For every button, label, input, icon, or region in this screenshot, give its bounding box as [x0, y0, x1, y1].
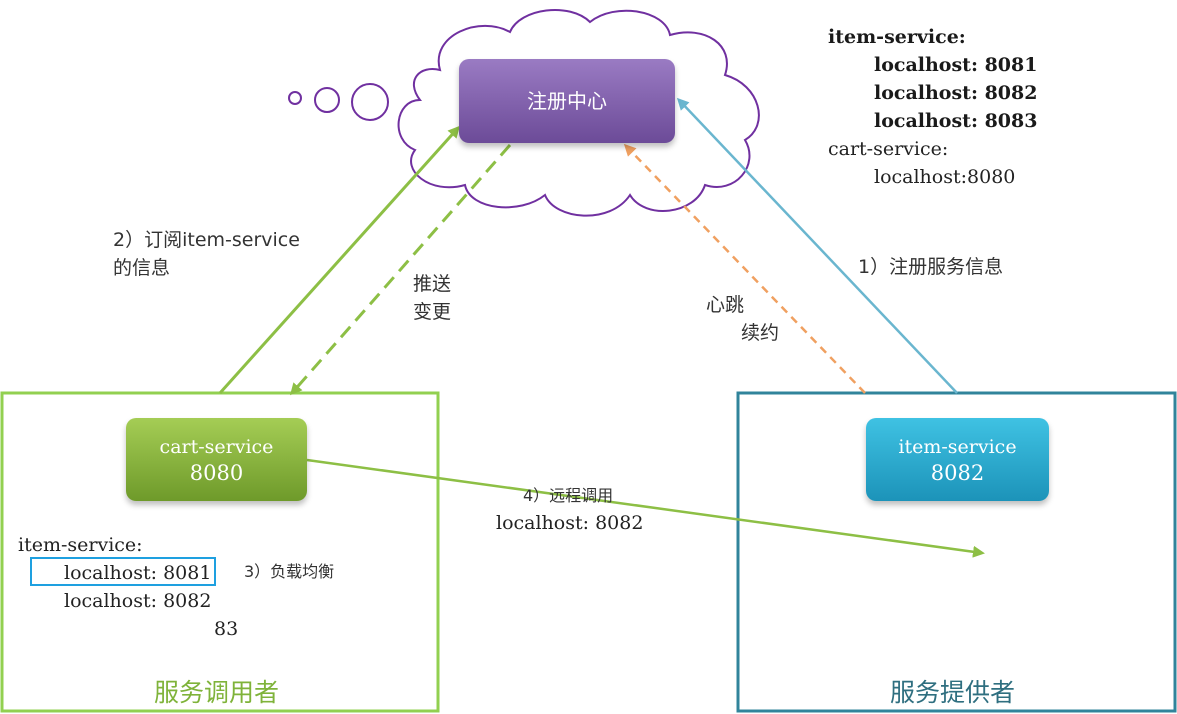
remote-call-label-line1: 4）远程调用 [523, 486, 614, 505]
registry-item-3: localhost: 8083 [874, 110, 1038, 132]
consumer-list-item-2: localhost: 8082 [64, 590, 212, 612]
consumer-list-item-1: localhost: 8081 [64, 562, 212, 584]
push-arrow [290, 144, 512, 396]
push-label-line2: 变更 [413, 301, 452, 323]
push-label-line1: 推送 [413, 273, 452, 295]
load-balance-label: 3）负载均衡 [244, 562, 335, 581]
provider-box-label: 服务提供者 [890, 678, 1016, 707]
heartbeat-label-line1: 心跳 [706, 294, 745, 316]
registry-cart-title: cart-service: [828, 138, 949, 160]
cart-service-node[interactable]: cart-service 8080 [126, 418, 307, 501]
registry-item-title: item-service: [828, 26, 966, 48]
registry-item-1: localhost: 8081 [874, 54, 1038, 76]
register-label: 1）注册服务信息 [858, 256, 1004, 278]
remote-call-arrow [306, 458, 985, 558]
registry-cart-item: localhost:8080 [874, 166, 1016, 188]
cart-service-name: cart-service [159, 436, 274, 458]
consumer-list-title: item-service: [18, 534, 143, 556]
item-service-node[interactable]: item-service 8082 [866, 418, 1049, 501]
registry-label: 注册中心 [527, 89, 607, 113]
item-service-port: 8082 [930, 461, 985, 485]
subscribe-arrow [218, 125, 461, 395]
thought-bubble-large [351, 83, 389, 121]
remote-call-label-line2: localhost: 8082 [496, 512, 644, 534]
registry-node[interactable]: 注册中心 [459, 59, 675, 143]
cart-service-port: 8080 [189, 461, 244, 485]
heartbeat-arrow [623, 143, 866, 394]
thought-bubble-small [288, 91, 302, 105]
item-service-name: item-service [898, 436, 1017, 458]
thought-bubble-medium [314, 87, 340, 113]
consumer-list-item-3: 83 [214, 618, 239, 640]
registry-item-2: localhost: 8082 [874, 82, 1038, 104]
consumer-box-label: 服务调用者 [154, 678, 280, 707]
heartbeat-label-line2: 续约 [741, 322, 780, 344]
subscribe-label-line1: 2）订阅item-service [113, 229, 300, 251]
load-balance-highlight [30, 557, 216, 586]
subscribe-label-line2: 的信息 [113, 257, 171, 279]
register-arrow [676, 97, 958, 394]
